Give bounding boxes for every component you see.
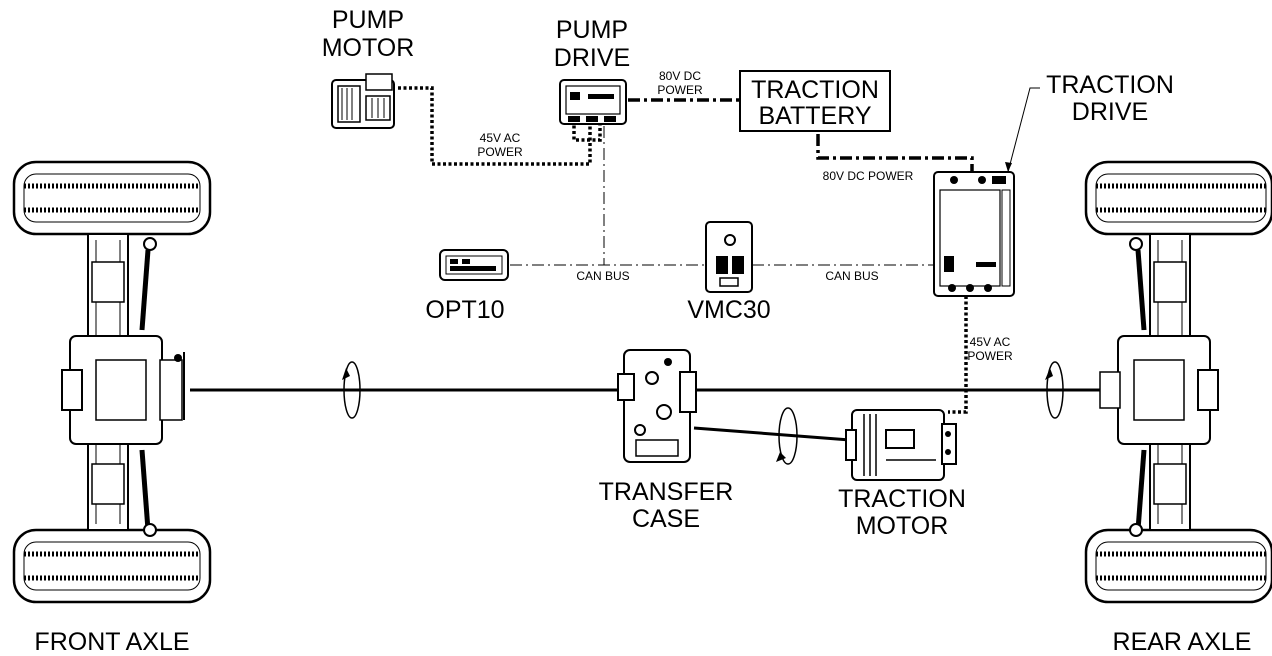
opt10-display-unit — [440, 250, 508, 280]
front-upper-tire — [14, 162, 210, 234]
rear-upper-tire — [1086, 162, 1272, 234]
pump-motor-label-line1: PUMP — [332, 6, 404, 34]
rear-axle-label: REAR AXLE — [1113, 628, 1252, 656]
traction-motor-unit — [846, 410, 956, 480]
pump-ac-power-label-line1: 45V AC — [480, 131, 521, 145]
opt10-label: OPT10 — [425, 296, 504, 324]
pump-motor-unit — [332, 74, 394, 128]
vmc30-controller-unit — [706, 222, 752, 292]
front-axle-label: FRONT AXLE — [34, 628, 189, 656]
pump-drive-label-line1: PUMP — [556, 16, 628, 44]
traction-ac-power-label-line2: POWER — [967, 349, 1013, 363]
pump-dc-power-label-line2: POWER — [657, 83, 703, 97]
traction-motor-label-line2: MOTOR — [856, 512, 949, 540]
pump-drive-unit — [560, 80, 626, 124]
can-bus-label-left: CAN BUS — [576, 269, 629, 283]
traction-ac-power-label-line1: 45V AC — [970, 335, 1011, 349]
rear-axle-assembly — [1086, 162, 1272, 602]
transfer-case-label-line2: CASE — [632, 505, 700, 533]
traction-battery-label-line2: BATTERY — [759, 102, 872, 130]
traction-drive-label-line2: DRIVE — [1072, 98, 1148, 126]
can-bus-label-right: CAN BUS — [825, 269, 878, 283]
front-axle-assembly — [14, 162, 210, 602]
traction-drive-leader — [1008, 88, 1040, 172]
rear-lower-tire — [1086, 530, 1272, 602]
vmc30-label: VMC30 — [687, 296, 770, 324]
pump-drive-label-line2: DRIVE — [554, 44, 630, 72]
pump-ac-power-label-line2: POWER — [477, 145, 523, 159]
traction-motor-label-line1: TRACTION — [838, 485, 966, 513]
pump-dc-power-label-line1: 80V DC — [659, 69, 701, 83]
traction-drive-label-line1: TRACTION — [1046, 71, 1174, 99]
transfer-case-unit — [618, 350, 696, 462]
traction-battery-label-line1: TRACTION — [751, 76, 879, 104]
front-lower-tire — [14, 530, 210, 602]
pump-motor-label-line2: MOTOR — [322, 34, 415, 62]
traction-dc-power-label: 80V DC POWER — [823, 169, 914, 183]
transfer-case-label-line1: TRANSFER — [599, 478, 734, 506]
traction-ac-power-line — [948, 296, 966, 412]
traction-drive-unit — [934, 172, 1014, 296]
